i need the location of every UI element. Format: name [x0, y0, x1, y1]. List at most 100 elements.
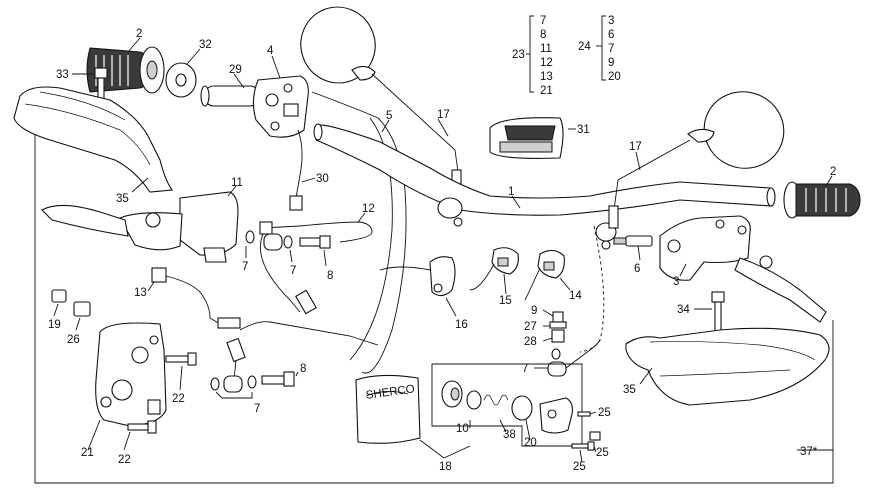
- callout-label: 26: [67, 334, 80, 346]
- group23-item: 11: [540, 43, 552, 55]
- callout-label: 37*: [800, 446, 818, 458]
- rear-master-cylinder-3-part: [659, 215, 827, 323]
- throttle-tube-29-part: [200, 85, 261, 107]
- washer-7a: [245, 230, 255, 244]
- callout-label: 6: [634, 263, 640, 275]
- callout-label: 1: [508, 186, 514, 198]
- callout-label: 7: [290, 265, 296, 277]
- right-handguard-part: [625, 327, 830, 406]
- group23-label: 23: [512, 49, 525, 61]
- fitting-9-27-28: [549, 311, 567, 343]
- group23-item: 8: [540, 29, 546, 41]
- callout-label: 22: [118, 454, 131, 466]
- throttle-housing-4-part: [252, 75, 309, 138]
- callout-label: 15: [499, 295, 512, 307]
- lower-banjo: [223, 375, 243, 393]
- bolt-22a: [165, 352, 197, 366]
- bracket-24: [601, 15, 606, 81]
- group24-label: 24: [578, 41, 591, 53]
- washer-7b: [283, 235, 293, 249]
- kit-18-parts: [441, 380, 573, 434]
- kit-18-box: [431, 363, 583, 447]
- brake-hose-12: [259, 221, 373, 315]
- callout-label: 21: [81, 447, 94, 459]
- front-brake-master-cylinder-part: [41, 191, 239, 263]
- group23-item: 13: [540, 71, 553, 83]
- group23-item: 12: [540, 57, 553, 69]
- callout-label: 38: [503, 429, 516, 441]
- group24-item: 3: [608, 15, 614, 27]
- callout-label: 18: [439, 461, 452, 473]
- bolts-25: [571, 411, 601, 451]
- callout-label: 2: [136, 28, 142, 40]
- switch-6-part: [613, 235, 653, 247]
- callout-label: 7: [522, 363, 528, 375]
- callout-label: 34: [677, 304, 690, 316]
- callout-label: 3: [673, 276, 679, 288]
- washer-7c: [210, 377, 220, 391]
- callout-label: 20: [524, 437, 537, 449]
- bolt-34-part: [711, 291, 725, 333]
- callout-label: 2: [830, 166, 836, 178]
- switch-16-part: [379, 256, 456, 297]
- bolt-22b: [127, 420, 157, 434]
- kit-frame-37: [34, 135, 834, 484]
- right-grip-part: [783, 181, 861, 219]
- right-mirror-part: [608, 91, 785, 229]
- callout-label: 9: [531, 305, 537, 317]
- cable-5: [311, 91, 407, 374]
- callout-label: 31: [577, 124, 590, 136]
- callout-label: 22: [172, 393, 185, 405]
- callout-label: 17: [437, 109, 450, 121]
- group24-item: 6: [608, 29, 614, 41]
- group23-item: 21: [540, 85, 553, 97]
- callout-label: 7: [242, 261, 248, 273]
- callout-label: 4: [267, 45, 274, 57]
- handlebar-1-part: [313, 123, 776, 216]
- banjo-fitting: [263, 233, 283, 251]
- group24-item: 20: [608, 71, 621, 83]
- callout-label: 35: [116, 193, 129, 205]
- callout-label: 11: [231, 177, 243, 189]
- banjo-7e: [547, 361, 567, 377]
- callout-label: 28: [524, 336, 537, 348]
- switch-14-part: [524, 249, 565, 301]
- callout-label: 8: [300, 363, 306, 375]
- banjo-bolt-8a: [299, 235, 331, 249]
- left-handguard-part: [13, 86, 173, 193]
- callout-label: 17: [629, 141, 642, 153]
- callout-label: 7: [254, 403, 260, 415]
- callout-label: 19: [48, 319, 61, 331]
- banjo-bolt-8b: [261, 371, 295, 387]
- callout-label: 8: [327, 270, 333, 282]
- cable-dashed: [579, 225, 605, 353]
- callout-label: 25: [573, 461, 586, 473]
- callout-label: 35: [623, 384, 636, 396]
- caliper-21-part: [95, 322, 167, 427]
- throttle-cable-30: [295, 129, 303, 199]
- washer-32-part: [165, 62, 197, 98]
- callout-label: 5: [386, 110, 392, 122]
- callout-label: 32: [199, 39, 212, 51]
- left-mirror-part: [300, 6, 462, 193]
- group24-item: 7: [608, 43, 614, 55]
- brake-switch-13-part: [151, 267, 241, 329]
- pad-19: [51, 289, 67, 303]
- callout-label: 27: [524, 321, 537, 333]
- callout-label: 25: [598, 407, 611, 419]
- callout-label: 33: [56, 69, 69, 81]
- washer-7d: [247, 375, 257, 389]
- callout-label: 14: [569, 290, 582, 302]
- callout-label: 25: [596, 447, 609, 459]
- callout-label: 13: [134, 287, 147, 299]
- callout-label: 16: [455, 319, 468, 331]
- bracket-7: [215, 391, 253, 399]
- washer-7e: [551, 348, 561, 360]
- group24-item: 9: [608, 57, 614, 69]
- callout-label: 30: [316, 173, 329, 185]
- switch-15-part: [469, 247, 519, 291]
- callout-label: 12: [362, 203, 375, 215]
- callout-label: 29: [229, 64, 242, 76]
